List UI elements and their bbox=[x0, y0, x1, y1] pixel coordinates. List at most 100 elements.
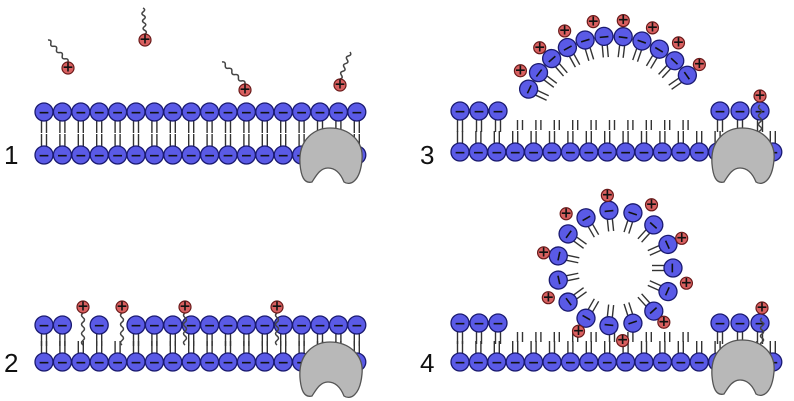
lipid-molecule: − bbox=[548, 246, 580, 266]
lipid-molecule: − bbox=[637, 215, 664, 243]
negative-charge-glyph: − bbox=[473, 316, 485, 332]
cationic-tail bbox=[339, 51, 352, 80]
lipid-molecule: − bbox=[89, 315, 109, 346]
lipid-molecule: − bbox=[710, 101, 730, 132]
phospholipid-icon: − bbox=[218, 102, 238, 122]
negative-charge-glyph: − bbox=[259, 318, 271, 334]
positive-charge-glyph: + bbox=[559, 23, 571, 39]
lipid-molecule: − bbox=[144, 341, 165, 372]
phospholipid-icon: − bbox=[548, 246, 568, 266]
positive-charge-glyph: + bbox=[139, 32, 151, 48]
phospholipid-icon: − bbox=[107, 352, 128, 372]
panel-number-1: 1 bbox=[4, 140, 18, 170]
phospholipid-icon: − bbox=[126, 352, 146, 372]
lipid-molecule: − bbox=[518, 79, 550, 101]
cationic-lipid-icon: + bbox=[558, 23, 572, 39]
lipid-molecule: − bbox=[632, 31, 652, 62]
lipid-tails bbox=[590, 332, 597, 342]
phospholipid-icon: − bbox=[558, 224, 579, 244]
negative-charge-glyph: − bbox=[454, 145, 466, 161]
negative-charge-glyph: − bbox=[734, 316, 746, 332]
negative-charge-glyph: − bbox=[130, 318, 142, 334]
phospholipid-icon: − bbox=[615, 352, 636, 372]
negative-charge-glyph: − bbox=[675, 355, 687, 371]
phospholipid-icon: − bbox=[542, 142, 562, 162]
phospholipid-icon: − bbox=[597, 352, 617, 372]
lipid-molecule: − bbox=[652, 131, 673, 162]
lipid-molecule: − bbox=[181, 341, 201, 372]
negative-charge-glyph: − bbox=[241, 105, 253, 121]
lipid-molecule: − bbox=[34, 134, 54, 165]
lipid-molecule: − bbox=[255, 102, 275, 133]
lipid-molecule: − bbox=[634, 341, 654, 372]
phospholipid-icon: − bbox=[730, 101, 750, 121]
negative-charge-glyph: − bbox=[333, 318, 345, 334]
lipid-molecule: − bbox=[255, 315, 275, 346]
lipid-molecule: − bbox=[647, 234, 678, 256]
lipid-molecule: − bbox=[273, 102, 293, 133]
positive-charge-glyph: + bbox=[560, 205, 572, 221]
lipid-molecule: − bbox=[599, 200, 619, 232]
negative-charge-glyph: − bbox=[633, 33, 649, 52]
phospholipid-icon: − bbox=[594, 26, 614, 47]
positive-charge-glyph: + bbox=[602, 187, 614, 203]
cationic-lipid-icon: + bbox=[616, 332, 630, 348]
phospholipid-icon: − bbox=[52, 102, 73, 122]
lipid-molecule: − bbox=[730, 101, 750, 132]
phospholipid-icon: − bbox=[548, 270, 568, 290]
phospholipid-icon: − bbox=[144, 145, 165, 165]
lipid-molecule: − bbox=[469, 101, 489, 132]
phospholipid-icon: − bbox=[107, 145, 128, 165]
positive-charge-glyph: + bbox=[534, 39, 546, 55]
phospholipid-icon: − bbox=[89, 102, 109, 122]
lipid-molecule: − bbox=[623, 203, 643, 234]
negative-charge-glyph: − bbox=[57, 148, 69, 164]
phospholipid-icon: − bbox=[255, 315, 275, 335]
phospholipid-icon: − bbox=[505, 142, 525, 162]
negative-charge-glyph: − bbox=[38, 148, 50, 164]
phospholipid-icon: − bbox=[291, 102, 312, 122]
lipid-molecule: − bbox=[52, 341, 73, 372]
negative-charge-glyph: − bbox=[93, 318, 105, 334]
negative-charge-glyph: − bbox=[351, 318, 363, 334]
negative-charge-glyph: − bbox=[601, 145, 613, 161]
phospholipid-icon: − bbox=[541, 48, 562, 69]
membrane-protein-icon bbox=[299, 341, 363, 398]
phospholipid-icon: − bbox=[89, 352, 109, 372]
phospholipid-icon: − bbox=[199, 315, 220, 335]
cationic-lipid-icon: + bbox=[571, 323, 586, 339]
cationic-lipid-icon: + bbox=[513, 62, 528, 78]
phospholipid-icon: − bbox=[710, 313, 730, 333]
negative-charge-glyph: − bbox=[657, 145, 669, 161]
phospholipid-icon: − bbox=[181, 352, 201, 372]
negative-charge-glyph: − bbox=[577, 32, 593, 51]
cationic-lipid-icon: + bbox=[679, 275, 694, 291]
phospholipid-icon: − bbox=[542, 352, 562, 372]
phospholipid-icon: − bbox=[328, 102, 349, 122]
phospholipid-icon: − bbox=[218, 352, 238, 372]
negative-charge-glyph: − bbox=[149, 105, 161, 121]
lipid-molecule: − bbox=[634, 131, 654, 162]
negative-charge-glyph: − bbox=[185, 148, 197, 164]
negative-charge-glyph: − bbox=[149, 355, 161, 371]
lipid-molecule: − bbox=[710, 313, 730, 344]
lipid-molecule: − bbox=[218, 102, 238, 133]
lipid-molecule: − bbox=[291, 102, 312, 133]
negative-charge-glyph: − bbox=[167, 355, 179, 371]
phospholipid-icon: − bbox=[518, 79, 539, 99]
negative-charge-glyph: − bbox=[616, 29, 630, 46]
phospholipid-icon: − bbox=[34, 352, 54, 372]
lipid-molecule: − bbox=[273, 341, 293, 372]
lipid-molecule: − bbox=[450, 313, 470, 344]
negative-charge-glyph: − bbox=[314, 318, 326, 334]
negative-charge-glyph: − bbox=[473, 355, 485, 371]
negative-charge-glyph: − bbox=[185, 105, 197, 121]
lipid-molecule: − bbox=[126, 134, 146, 165]
negative-charge-glyph: − bbox=[149, 318, 161, 334]
lipid-molecule: − bbox=[557, 37, 581, 68]
lipid-molecule: − bbox=[652, 258, 683, 278]
negative-charge-glyph: − bbox=[454, 104, 466, 120]
lipid-molecule: − bbox=[218, 134, 238, 165]
lipid-molecule: − bbox=[218, 341, 238, 372]
negative-charge-glyph: − bbox=[491, 145, 503, 161]
